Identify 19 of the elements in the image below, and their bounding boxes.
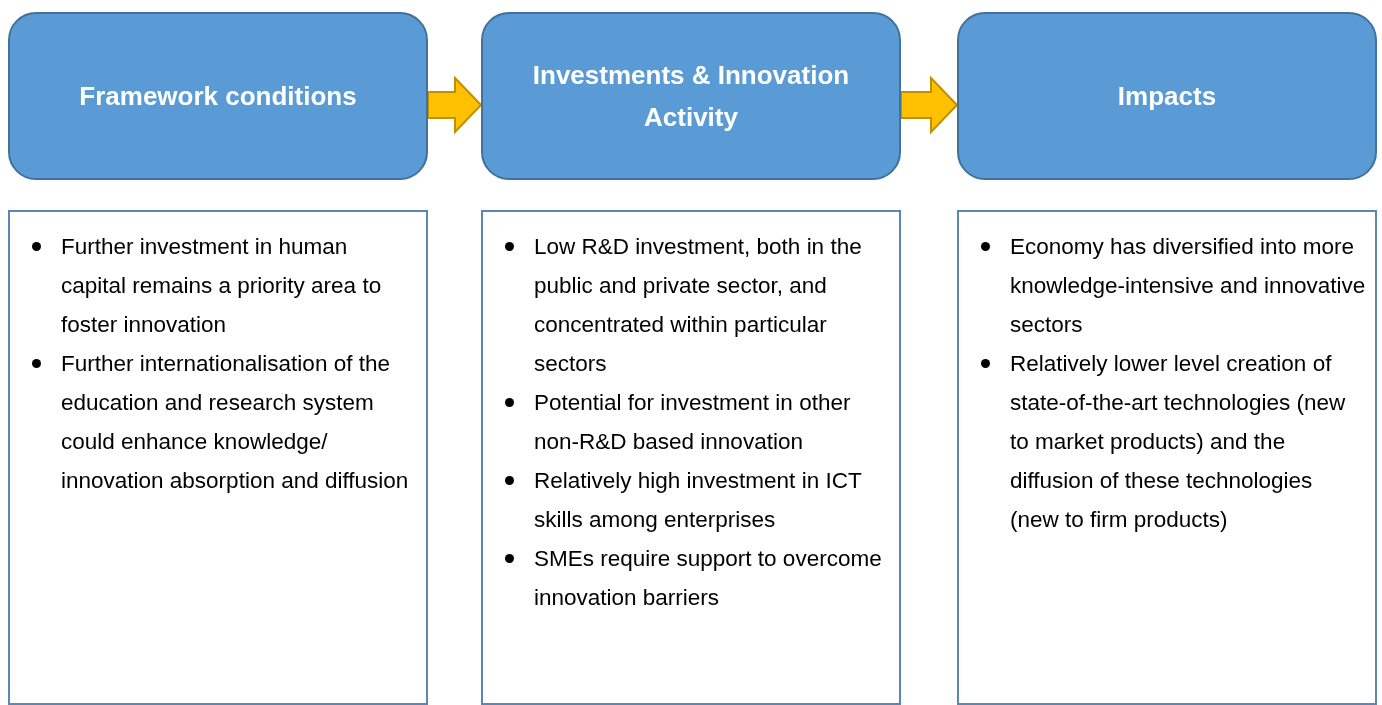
- bullet-text: Relatively lower level creation of state-of-the-art technologies (new to market products) and the diffusion of these technologies (new to firm products): [1010, 350, 1347, 534]
- bullet-list-box: [481, 210, 901, 705]
- block-arrow: [900, 75, 959, 135]
- bullet-text: Economy has diversified into more knowledge-intensive and innovative sectors: [1010, 233, 1367, 339]
- stage-title: Impacts: [1117, 80, 1217, 113]
- bullet-text: Further investment in human capital remains a priority area to foster innovation: [61, 233, 383, 339]
- stage-title: Framework conditions: [79, 80, 357, 113]
- bullet-list-box: [957, 210, 1377, 705]
- stage-box: [8, 12, 428, 180]
- bullet-text: Low R&D investment, both in the public and private sector, and concentrated within particular sectors: [534, 233, 863, 378]
- bullet-text: Further internationalisation of the education and research system could enhance knowledge/ innovation absorption and diffusion: [61, 350, 410, 495]
- stage-box: [957, 12, 1377, 180]
- stage-box: [481, 12, 901, 180]
- bullet-text: Relatively high investment in ICT skills among enterprises: [534, 467, 863, 534]
- stage-title: Investments & Innovation Activity: [531, 59, 851, 134]
- bullet-text: SMEs require support to overcome innovation barriers: [534, 545, 883, 612]
- block-arrow: [427, 75, 483, 135]
- bullet-text: Potential for investment in other non-R&D based innovation: [534, 389, 852, 456]
- bullet-list-box: [8, 210, 428, 705]
